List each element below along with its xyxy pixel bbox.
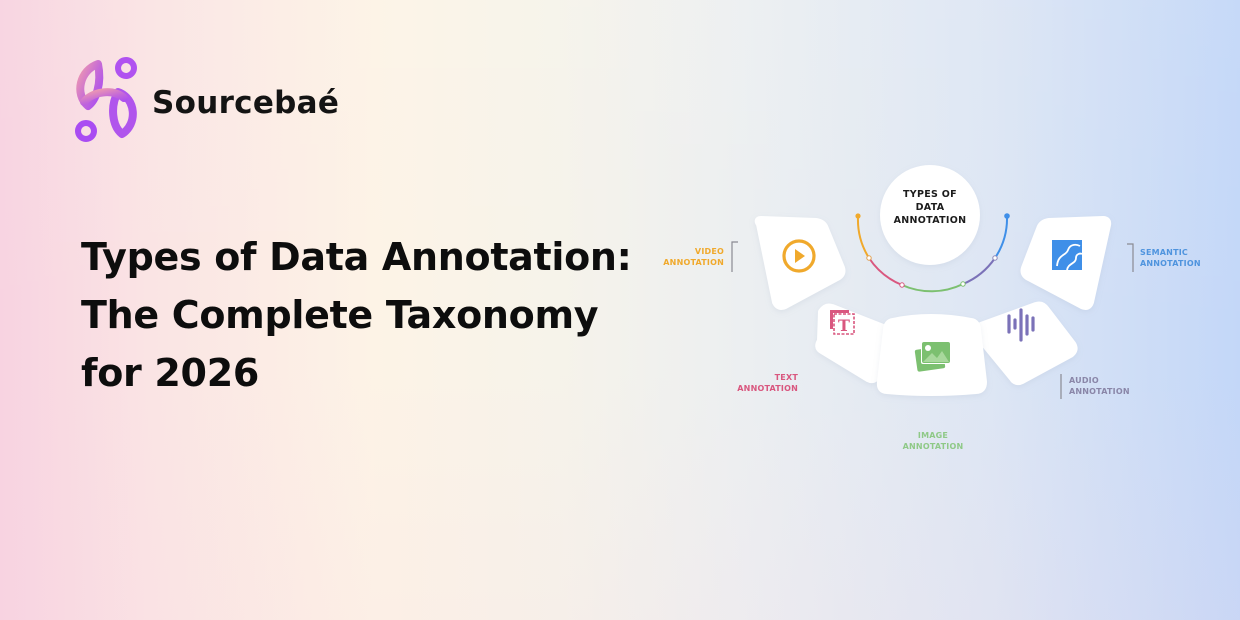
text-label-line-1: TEXT <box>774 373 798 382</box>
center-title-line-1: TYPES OF <box>903 189 957 200</box>
title-line-2: The Complete Taxonomy <box>81 293 599 337</box>
sound-wave-icon <box>1007 308 1035 342</box>
video-card <box>754 216 846 310</box>
sourcebae-logo-icon <box>75 57 137 142</box>
text-annotation-label: TEXT ANNOTATION <box>728 372 798 394</box>
page-title: Types of Data Annotation: The Complete T… <box>81 228 641 402</box>
image-annotation-label: IMAGE ANNOTATION <box>888 430 978 452</box>
center-title: TYPES OF DATA ANNOTATION <box>880 188 980 227</box>
image-label-line-1: IMAGE <box>917 431 949 440</box>
annotation-types-diagram: T TYPES OF DATA ANNOTATION VIDEO ANNOTAT <box>640 150 1240 470</box>
brand-name: Sourcebaé <box>152 85 340 121</box>
video-annotation-label: VIDEO ANNOTATION <box>654 246 724 268</box>
semantic-label-line-1: SEMANTIC <box>1140 248 1188 257</box>
svg-text:T: T <box>838 316 850 335</box>
center-circle <box>880 165 980 265</box>
image-stack-icon <box>914 341 951 372</box>
audio-label-line-1: AUDIO <box>1069 376 1099 385</box>
play-circle-icon <box>782 239 816 273</box>
image-label-line-2: ANNOTATION <box>902 442 964 451</box>
center-title-line-3: ANNOTATION <box>893 215 967 226</box>
video-label-line-2: ANNOTATION <box>663 258 724 267</box>
audio-label-line-2: ANNOTATION <box>1069 387 1130 396</box>
center-title-line-2: DATA <box>915 202 945 213</box>
segmentation-map-icon <box>1052 240 1083 271</box>
text-label-line-2: ANNOTATION <box>737 384 798 393</box>
audio-annotation-label: AUDIO ANNOTATION <box>1069 375 1130 397</box>
video-label-line-1: VIDEO <box>694 247 724 256</box>
title-line-3: for 2026 <box>81 351 259 395</box>
semantic-label-line-2: ANNOTATION <box>1140 259 1201 268</box>
semantic-annotation-label: SEMANTIC ANNOTATION <box>1140 247 1201 269</box>
brand-logo: Sourcebaé <box>72 54 339 146</box>
audio-card <box>972 301 1078 386</box>
text-box-icon: T <box>830 310 855 335</box>
title-line-1: Types of Data Annotation: <box>81 235 632 279</box>
